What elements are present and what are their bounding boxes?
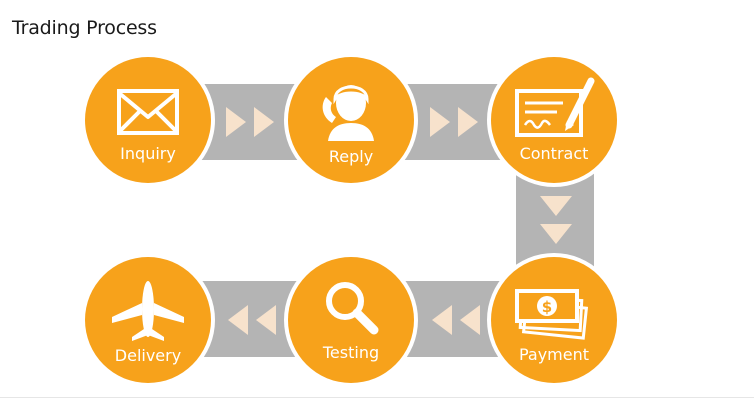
airplane-icon (112, 281, 184, 341)
step-delivery: Delivery (85, 257, 211, 383)
step-label: Inquiry (120, 144, 176, 163)
step-label: Delivery (114, 346, 182, 365)
step-label: Reply (328, 147, 374, 166)
arrow-left-icon (228, 305, 276, 335)
magnifier-icon (326, 282, 379, 335)
arrow-right-icon (226, 107, 274, 137)
step-label: Testing (322, 343, 380, 362)
step-testing: Testing (288, 257, 414, 383)
svg-text:$: $ (542, 298, 552, 316)
step-payment: $ Payment (491, 257, 617, 383)
arrow-left-icon (432, 305, 480, 335)
money-icon: $ (515, 289, 589, 340)
step-reply: Reply (288, 57, 414, 183)
arrow-down-icon (540, 196, 572, 244)
divider (0, 397, 754, 398)
step-label: Payment (518, 345, 590, 364)
step-contract: Contract (491, 57, 617, 183)
step-label: Contract (519, 144, 589, 163)
arrow-right-icon (430, 107, 478, 137)
contract-pen-icon (515, 77, 595, 137)
person-phone-icon (322, 85, 374, 141)
page-title: Trading Process (12, 17, 157, 39)
step-inquiry: Inquiry (85, 57, 211, 183)
envelope-icon (117, 89, 179, 135)
